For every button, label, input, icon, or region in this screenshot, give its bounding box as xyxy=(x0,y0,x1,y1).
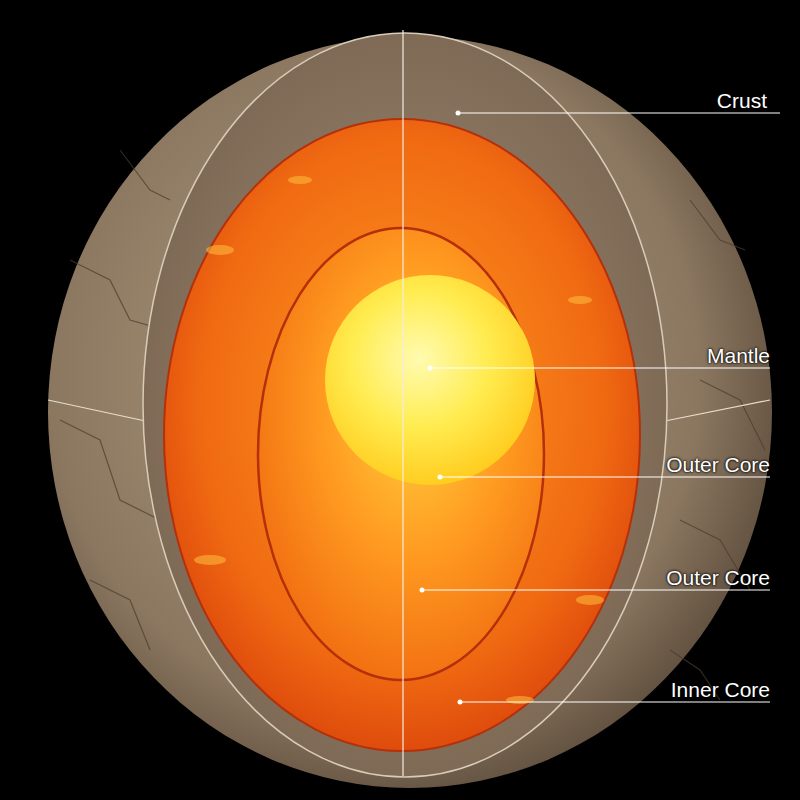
mantle-layer xyxy=(164,119,640,751)
leader-lines xyxy=(422,113,780,702)
layer-label: Inner Core xyxy=(671,678,770,702)
outer-core-layer xyxy=(258,228,544,680)
equator-line xyxy=(48,400,150,422)
layer-label: Mantle xyxy=(707,344,770,368)
leader-dots xyxy=(420,111,463,705)
section-line xyxy=(402,30,403,776)
equator-line xyxy=(660,400,770,422)
layer-label: Crust xyxy=(717,89,767,113)
crust-layer xyxy=(143,33,667,777)
layer-label: Outer Core xyxy=(666,453,770,477)
layer-label: Outer Core xyxy=(666,566,770,590)
inner-core-ball xyxy=(325,275,535,485)
mantle-flecks xyxy=(194,176,604,704)
